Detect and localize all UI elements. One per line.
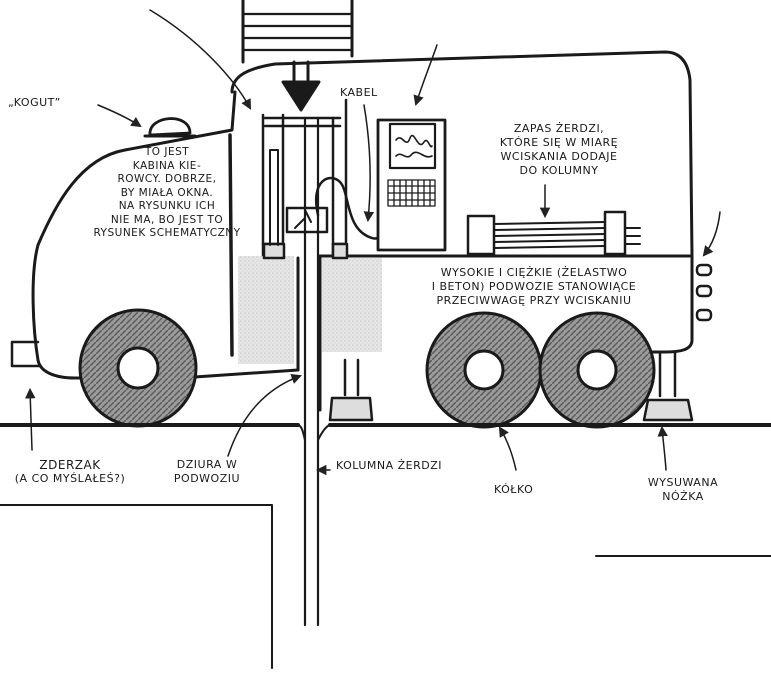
cabin-outline <box>31 90 237 380</box>
label-kabina-line: ROWCY. DOBRZE, <box>117 173 217 185</box>
arrow-body-top <box>413 44 438 107</box>
label-zderzak-line: (A CO MYŚLAŁEŚ?) <box>14 472 126 485</box>
cabin-inner-wall <box>228 133 234 357</box>
label-zapas-line: ZAPAS ŻERDZI, <box>513 122 605 135</box>
label-nozka: WYSUWANA NÓŻKA <box>628 476 738 504</box>
beacon-icon <box>143 117 197 138</box>
arrow-right-side <box>702 211 721 257</box>
label-kolko: KÓŁKO <box>494 483 534 496</box>
label-kabel: KABEL <box>340 86 378 99</box>
label-nozka-line: WYSUWANA <box>647 476 719 489</box>
rod-stock <box>466 210 641 256</box>
label-kabina-line: NIE MA, BO JEST TO <box>110 213 224 226</box>
arrow-dziura <box>227 373 302 457</box>
wheel-front <box>78 308 198 428</box>
wheel-rear-2 <box>538 311 656 429</box>
label-podwozie-line: WYSOKIE I CIĘŻKIE (ŻELASTWO <box>440 266 628 279</box>
hydraulic-frame <box>261 98 349 260</box>
column-guide-top <box>241 0 354 64</box>
cabin-floor <box>178 256 300 380</box>
label-zapas-line: KTÓRE SIĘ W MIARĘ <box>499 136 619 149</box>
support-leg-front <box>328 358 374 422</box>
label-kogut: „KOGUT” <box>8 96 61 109</box>
label-zderzak: ZDERZAK (A CO MYŚLAŁEŚ?) <box>0 458 140 486</box>
label-zapas-line: DO KOLUMNY <box>519 164 599 177</box>
soil-profile <box>0 504 273 669</box>
label-nozka-line: NÓŻKA <box>662 490 704 503</box>
arrow-nozka <box>657 425 668 471</box>
wheel-rear-1 <box>425 311 543 429</box>
label-zapas: ZAPAS ŻERDZI, KTÓRE SIĘ W MIARĘ WCISKANI… <box>474 122 644 178</box>
label-dziura-line: DZIURA W <box>176 458 238 471</box>
label-zapas-line: WCISKANIA DODAJE <box>500 150 618 163</box>
label-kabina: TO JEST KABINA KIE- ROWCY. DOBRZE, BY MI… <box>92 146 242 241</box>
label-kabina-line: RYSUNEK SCHEMATYCZNY <box>93 227 241 239</box>
label-kabina-line: BY MIAŁA OKNA. <box>120 186 214 199</box>
control-cabinet <box>376 118 447 252</box>
arrow-kolko <box>498 426 517 471</box>
cabin-shade <box>238 256 294 364</box>
arrow-kabel <box>363 104 375 223</box>
label-dziura: DZIURA W PODWOZIU <box>152 458 262 486</box>
push-arrow-icon <box>281 80 321 112</box>
truck-body-outline <box>230 50 694 257</box>
arrow-guide-top <box>149 9 251 110</box>
label-podwozie-line: PRZECIWWAGĘ PRZY WCISKANIU <box>436 294 632 307</box>
label-podwozie: WYSOKIE I CIĘŻKIE (ŻELASTWO I BETON) POD… <box>384 266 684 308</box>
arrow-kogut <box>97 104 142 128</box>
rod-column <box>303 116 320 627</box>
rear-steps <box>695 263 713 322</box>
label-kolumna: KOLUMNA ŻERDZI <box>336 459 443 472</box>
label-kabina-line: KABINA KIE- <box>132 159 202 172</box>
label-dziura-line: PODWOZIU <box>173 472 241 485</box>
label-podwozie-line: I BETON) PODWOZIE STANOWIĄCE <box>431 280 637 293</box>
front-bumper <box>10 340 42 368</box>
support-leg-rear <box>642 350 694 422</box>
label-zderzak-line: ZDERZAK <box>39 458 101 472</box>
ballast-shade <box>322 258 382 352</box>
ballast-chassis <box>318 254 694 354</box>
label-kabina-line: NA RYSUNKU ICH <box>118 200 216 212</box>
label-kabina-line: TO JEST <box>144 146 190 158</box>
arrow-zderzak <box>25 387 36 451</box>
